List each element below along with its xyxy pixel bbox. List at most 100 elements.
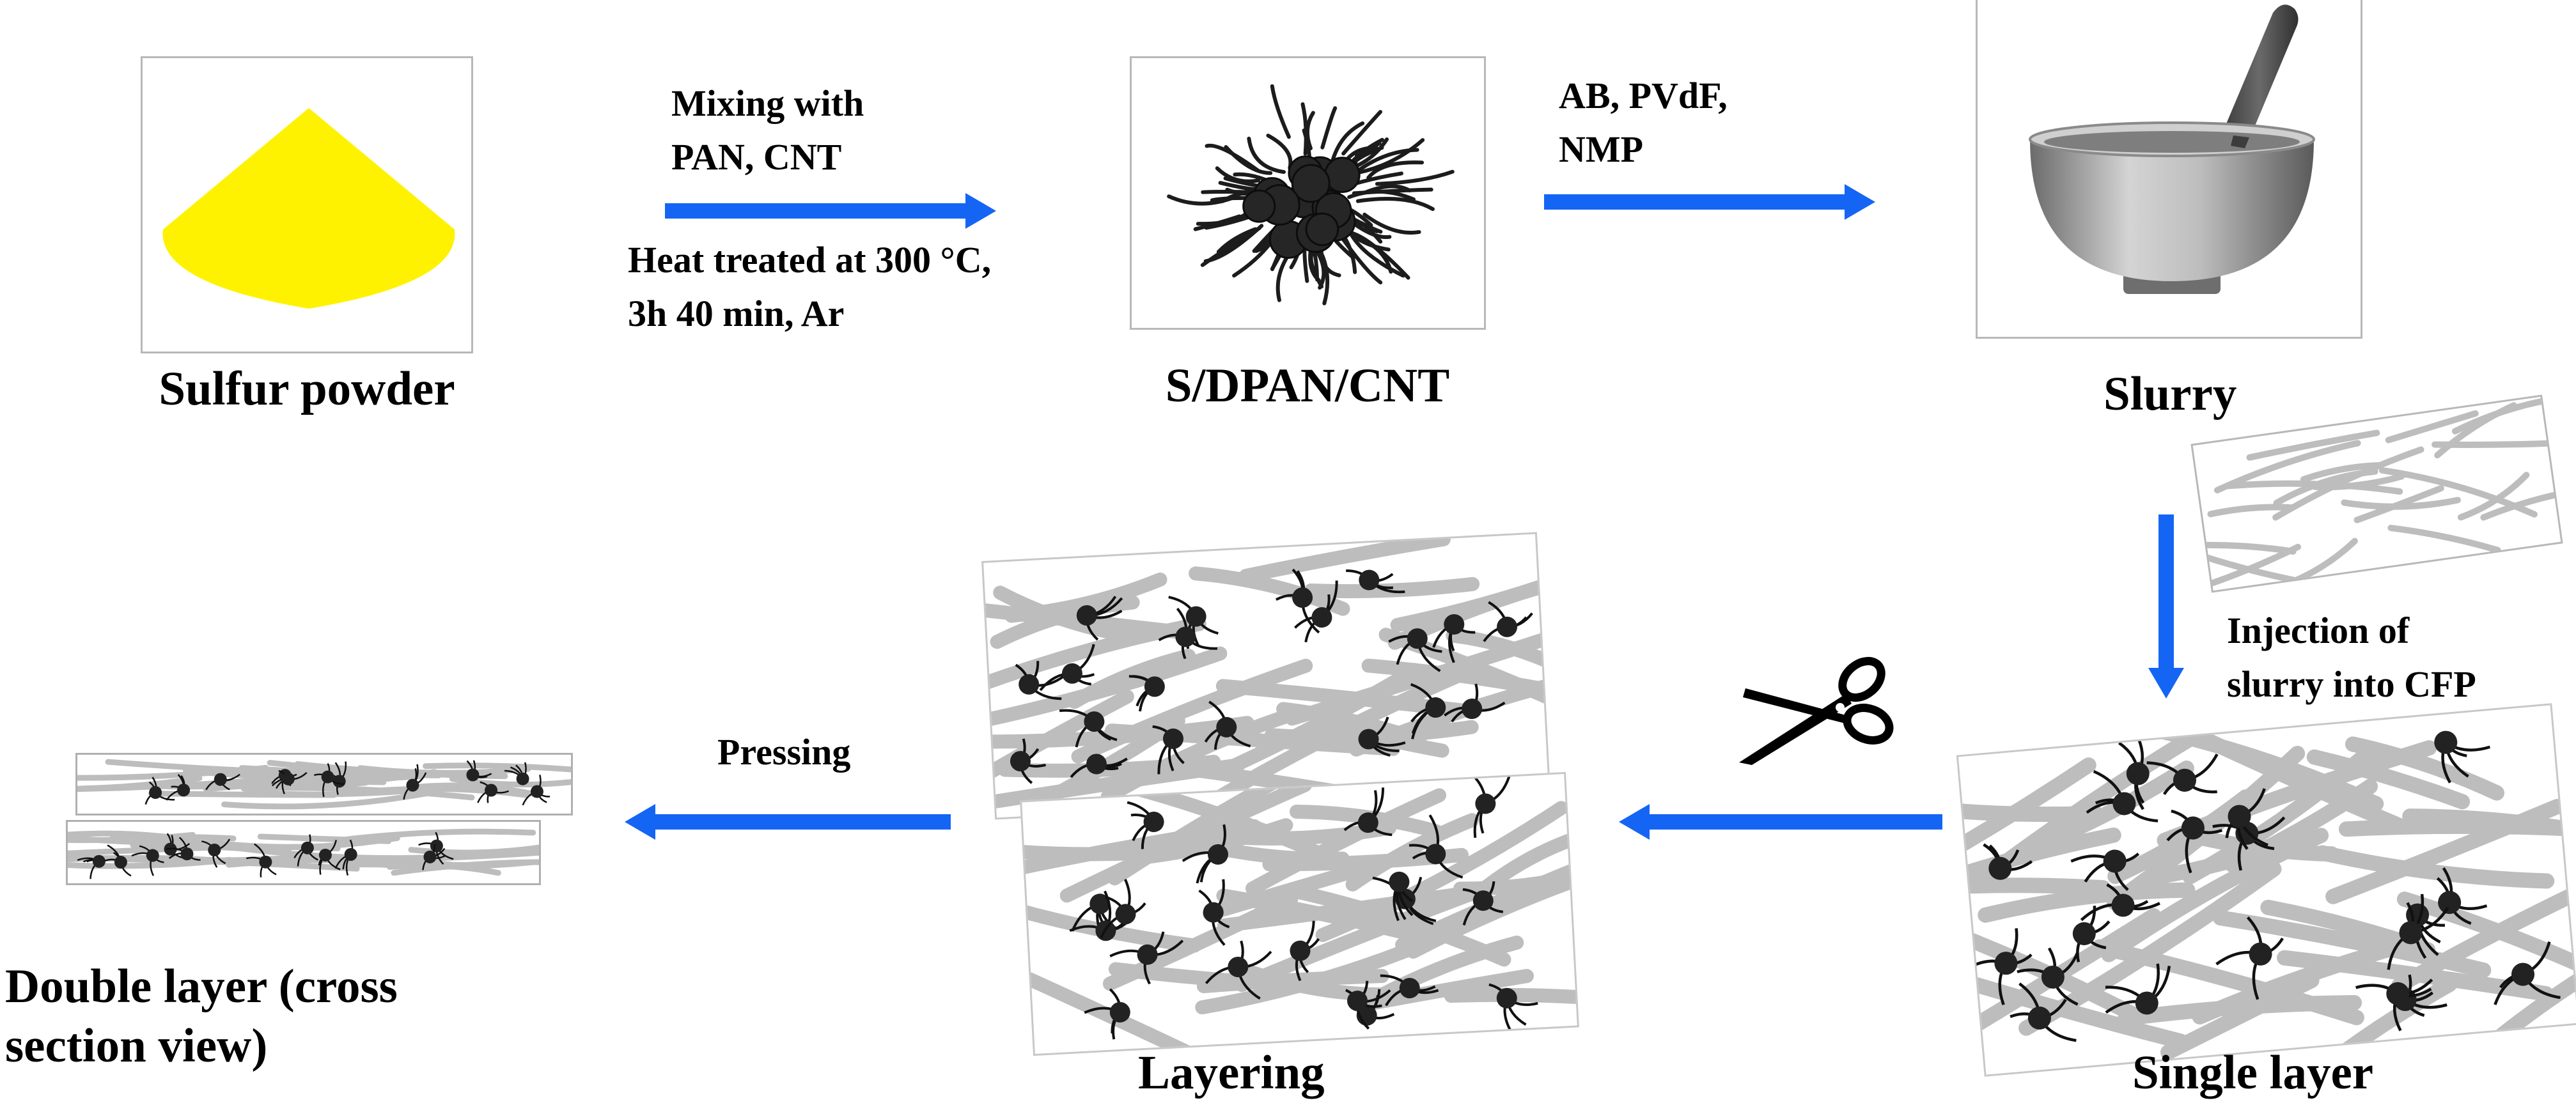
sulfur-panel [141, 56, 473, 353]
sulfur-particle [2072, 922, 2096, 945]
sulfur-particle [1109, 1001, 1130, 1023]
sulfur-particle [2112, 792, 2136, 815]
cnt-strand [1266, 134, 1293, 170]
carbon-fiber [267, 759, 483, 778]
carbon-fiber [1390, 552, 1549, 632]
carbon-fiber [2480, 486, 2561, 521]
cnt-strand [1375, 169, 1455, 186]
carbon-fiber [1107, 774, 1366, 886]
inject-text: Injection of slurry into CFP [2227, 604, 2476, 711]
sulfur-particle [2386, 982, 2410, 1005]
sulfur-particle [1347, 991, 1368, 1012]
sulfur-particle [423, 850, 437, 863]
carbon-fiber-paper-icon [2192, 396, 2561, 591]
sulfur-particle [1425, 844, 1446, 865]
layer-top-icon [983, 534, 1549, 818]
binder-line-2: NMP [1559, 128, 1644, 171]
heat-text: Heat treated at 300 °C, 3h 40 min, Ar [628, 233, 991, 341]
sulfur-particle [2173, 768, 2196, 792]
sulfur-particle [318, 848, 332, 862]
sulfur-particle [1444, 614, 1465, 635]
sulfur-particle [1084, 711, 1105, 732]
sulfur-particle [2111, 893, 2135, 917]
sulfur-particle [1228, 956, 1249, 977]
sulfur-particle [1019, 674, 1040, 695]
inject-line-1: Injection of [2227, 610, 2410, 651]
carbon-fiber [1071, 658, 1313, 764]
double-layer-top-icon [77, 759, 571, 810]
double-layer-line-2: section view) [5, 1019, 268, 1072]
arrow-cut [1619, 804, 1942, 840]
sulfur-particle [92, 854, 105, 868]
sulfur-particle [2511, 962, 2535, 986]
sulfur-particle [1496, 987, 1517, 1008]
sulfur-particle [180, 847, 194, 861]
sulfur-particle [177, 784, 191, 797]
sulfur-particle [2027, 1006, 2051, 1030]
sulfur-particle [1359, 569, 1380, 591]
layering-bottom-panel [1020, 771, 1579, 1056]
cnt-strand [1247, 136, 1286, 174]
sulfur-particle [1115, 904, 1136, 925]
heat-line-1: Heat treated at 300 °C, [628, 239, 992, 281]
mixing-line-1: Mixing with [671, 82, 864, 124]
carbon-fiber [2192, 541, 2297, 555]
sulfur-particle [1185, 606, 1206, 627]
carbon-fiber [332, 861, 474, 869]
carbon-fiber [221, 791, 429, 810]
arrow-binder [1544, 184, 1875, 220]
carbon-fiber [367, 785, 529, 798]
sulfur-particle [301, 841, 314, 854]
carbon-fiber [2325, 799, 2565, 904]
particle-cluster-icon [1167, 84, 1455, 305]
sulfur-particle [1242, 189, 1276, 223]
sulfur-cone-icon [162, 108, 455, 309]
sulfur-particle [2135, 991, 2158, 1015]
sulfur-particle [485, 784, 498, 797]
composite-label: S/DPAN/CNT [1165, 359, 1450, 412]
sulfur-particle [1323, 157, 1361, 193]
sulfur-particle [1291, 164, 1331, 203]
sulfur-particle [430, 839, 443, 853]
double-layer-label: Double layer (cross section view) [5, 960, 398, 1072]
sulfur-particle [214, 773, 227, 786]
carbon-fiber [1022, 819, 1261, 880]
mortar-pestle-icon [2029, 4, 2315, 294]
sulfur-particle [1163, 728, 1184, 749]
mixing-text: Mixing with PAN, CNT [671, 77, 864, 184]
sulfur-particle [1462, 699, 1483, 720]
sulfur-particle [1358, 729, 1379, 750]
sulfur-particle [149, 786, 162, 800]
binder-text: AB, PVdF, NMP [1559, 69, 1728, 176]
sulfur-particle [2181, 816, 2205, 840]
arrow-pressing [625, 804, 951, 840]
carbon-fiber [2212, 910, 2492, 978]
carbon-fiber [1212, 667, 1471, 805]
sulfur-particle [1010, 751, 1031, 772]
carbon-fiber [2312, 473, 2405, 491]
sulfur-particle [2434, 730, 2458, 754]
sulfur-particle [1203, 902, 1224, 923]
carbon-fiber [1108, 962, 1298, 992]
carbon-fiber [1375, 935, 1524, 1001]
cnt-strand [1196, 209, 1251, 226]
carbon-fiber [2314, 845, 2555, 889]
carbon-fiber [240, 785, 475, 801]
carbon-fiber [203, 778, 387, 792]
sulfur-particle [1216, 716, 1237, 738]
carbon-fiber [1978, 882, 2196, 923]
cnt-strand [1341, 110, 1382, 156]
arrow-inject [2148, 514, 2184, 699]
double-layer-top [75, 753, 573, 815]
sulfur-particle [406, 778, 419, 792]
carbon-fiber [2192, 543, 2302, 591]
carbon-fiber [1453, 860, 1577, 896]
double-layer-line-1: Double layer (cross [5, 960, 398, 1013]
sulfur-particle [1207, 844, 1228, 865]
carbon-fiber [2385, 410, 2479, 444]
cnt-strand [1346, 231, 1393, 274]
sulfur-particle [1076, 605, 1097, 626]
carbon-fiber [68, 831, 196, 844]
sulfur-particle [1389, 871, 1410, 892]
